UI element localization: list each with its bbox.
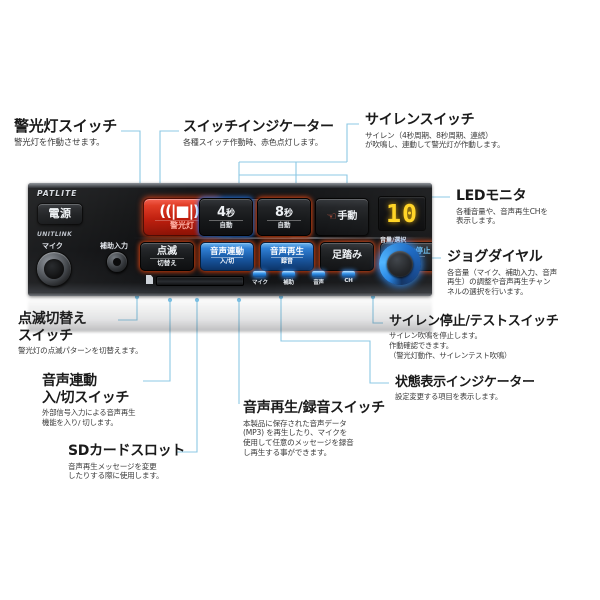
led-monitor: 10 xyxy=(378,196,426,231)
callout-desc: 外部信号入力による音声再生 機能を入り/ 切します。 xyxy=(42,408,136,427)
lamp-indicator xyxy=(312,271,325,277)
callout-voice-interlock-switch: 音声連動 入/切スイッチ 外部信号入力による音声再生 機能を入り/ 切します。 xyxy=(42,373,135,427)
callout-desc: 音声再生メッセージを変更 したりする際に使用します。 xyxy=(68,461,164,481)
callout-voice-play-record-switch: 音声再生/録音スイッチ 本製品に保存された音声データ (MP3) を再生したり、… xyxy=(243,400,385,458)
voice-interlock-line1: 音声連動 xyxy=(209,246,244,257)
callout-title: 状態表示インジケーター xyxy=(395,375,535,390)
callout-title: スイッチインジケーター xyxy=(183,119,334,135)
hand-icon: ☜ xyxy=(326,210,337,224)
siren-manual-button[interactable]: ☜ 手動 xyxy=(315,198,369,236)
callout-desc: 設定変更する項目を表示します。 xyxy=(395,392,503,402)
jog-dial[interactable] xyxy=(379,243,421,285)
status-lamp-ch-label: CH xyxy=(344,278,353,284)
status-lamp-voice-label: 音声 xyxy=(313,280,324,286)
mic-jack[interactable] xyxy=(36,251,72,287)
unitlink-logo: UNITLINK xyxy=(37,231,73,238)
sd-card-icon xyxy=(146,275,153,284)
lamp-indicator xyxy=(253,271,267,277)
callout-desc: サイレン吹鳴を停止します。 作動確認できます。 （警光灯動作、サイレンテスト吹鳴… xyxy=(389,331,512,360)
callout-title: サイレン停止/テストスイッチ xyxy=(389,314,559,329)
lamp-indicator xyxy=(342,271,355,277)
callout-switch-indicator: スイッチインジケーター 各種スイッチ作動時、赤色点灯します。 xyxy=(183,119,334,148)
foot-switch-button[interactable]: 足踏み xyxy=(320,242,374,271)
power-button[interactable]: 電源 xyxy=(37,203,83,225)
voice-interlock-button[interactable]: 音声連動 入/切 xyxy=(200,242,254,271)
callout-title-line1: 音声連動 xyxy=(42,373,97,389)
speaker-wave-icon: ((|■|)) xyxy=(159,201,206,220)
aux-input-label: 補助入力 xyxy=(100,242,128,250)
status-lamp-aux-label: 補助 xyxy=(283,280,294,286)
callout-siren-switch: サイレンスイッチ サイレン（4秒周期、8秒周期、連続） が吹鳴し、連動して警光灯… xyxy=(365,112,505,150)
callout-status-indicator: 状態表示インジケーター 設定変更する項目を表示します。 xyxy=(395,375,535,402)
led-monitor-value: 10 xyxy=(385,199,419,228)
callout-title-line2: 入/切スイッチ xyxy=(42,389,130,406)
keikoutou-button-label: 警光灯 xyxy=(155,219,209,230)
status-lamp-aux: 補助 xyxy=(282,271,295,286)
panel-top-bezel xyxy=(28,183,432,188)
callout-siren-stop-test-switch: サイレン停止/テストスイッチ サイレン吹鳴を停止します。 作動確認できます。 （… xyxy=(389,314,559,360)
siren-manual-label: 手動 xyxy=(337,210,358,222)
callout-title: サイレンスイッチ xyxy=(365,112,475,128)
callout-jog-dial: ジョグダイヤル 各音量（マイク、補助入力、音声 再生）の調整や音声再生チャン ネ… xyxy=(447,249,557,297)
callout-led-monitor: LEDモニタ 各種音量や、音声再生CHを 表示します。 xyxy=(456,188,548,226)
siren-4sec-sub: 自動 xyxy=(209,219,243,229)
voice-play-line1: 音声再生 xyxy=(269,246,304,257)
jog-dial-label: 音量/選択 xyxy=(380,237,407,244)
callout-desc: 警光灯を作動させます。 xyxy=(14,137,105,148)
sd-card-slot[interactable] xyxy=(156,276,244,286)
callout-keikoutou-switch: 警光灯スイッチ 警光灯を作動させます。 xyxy=(14,117,117,149)
callout-title: 警光灯スイッチ xyxy=(14,117,117,135)
callout-title: 音声再生/録音スイッチ xyxy=(243,400,385,416)
callout-desc: 各種音量や、音声再生CHを 表示します。 xyxy=(456,206,548,226)
voice-interlock-line2: 入/切 xyxy=(211,257,243,265)
callout-desc: 本製品に保存された音声データ (MP3) を再生したり、マイクを 使用して任意の… xyxy=(243,418,354,458)
aux-input-jack[interactable] xyxy=(106,251,128,273)
callout-desc: 警光灯の点滅パターンを切替えます。 xyxy=(18,346,143,356)
patlite-logo: PATLITE xyxy=(37,189,78,198)
siren-8sec-button[interactable]: 8秒 自動 xyxy=(257,198,311,236)
lamp-indicator xyxy=(282,271,295,277)
power-button-label: 電源 xyxy=(48,207,72,221)
status-lamp-mic-label: マイク xyxy=(252,280,268,286)
callout-title: LEDモニタ xyxy=(456,188,527,204)
callout-title-line2: スイッチ xyxy=(18,327,73,344)
foot-switch-label: 足踏み xyxy=(332,250,362,262)
siren-4sec-button[interactable]: 4秒 自動 xyxy=(199,198,253,236)
siren-4sec-value: 4 xyxy=(216,204,227,220)
siren-8sec-unit: 秒 xyxy=(284,208,294,219)
mic-jack-label: マイク xyxy=(42,242,63,250)
blink-change-button[interactable]: 点滅 切替え xyxy=(140,242,194,271)
callout-desc: 各音量（マイク、補助入力、音声 再生）の調整や音声再生チャン ネルの選択を行いま… xyxy=(447,267,558,297)
callout-title: SDカードスロット xyxy=(68,443,186,459)
blink-change-line2: 切替え xyxy=(150,257,184,267)
blink-change-line1: 点滅 xyxy=(157,245,177,257)
callout-desc: サイレン（4秒周期、8秒周期、連続） が吹鳴し、連動して警光灯が作動します。 xyxy=(365,130,505,150)
voice-play-line2: 録音 xyxy=(271,257,303,265)
callout-desc: 各種スイッチ作動時、赤色点灯します。 xyxy=(183,137,323,147)
callout-sd-card-slot: SDカードスロット 音声再生メッセージを変更 したりする際に使用します。 xyxy=(68,443,185,481)
callout-title: ジョグダイヤル xyxy=(447,249,543,265)
panel-bottom-bezel xyxy=(28,292,432,296)
control-panel-device: PATLITE UNITLINK 電源 マイク 補助入力 ((|■|)) 警光灯… xyxy=(28,183,432,296)
voice-play-record-button[interactable]: 音声再生 録音 xyxy=(260,242,314,271)
status-lamp-mic: マイク xyxy=(252,271,268,286)
siren-8sec-value: 8 xyxy=(274,204,285,220)
siren-4sec-unit: 秒 xyxy=(226,208,236,219)
siren-8sec-sub: 自動 xyxy=(267,219,301,229)
status-lamp-ch: CH xyxy=(342,271,355,284)
panel-row-divider xyxy=(133,237,432,239)
status-lamp-voice: 音声 xyxy=(312,271,325,286)
device-reflection xyxy=(28,296,432,332)
